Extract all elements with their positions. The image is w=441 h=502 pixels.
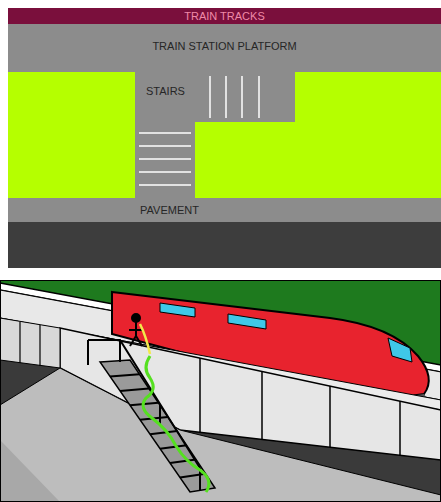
stair-tread [170, 460, 196, 464]
stairs [100, 360, 215, 492]
left-wall-panels [20, 322, 40, 366]
wall-panels [200, 358, 400, 455]
region-label: TRAIN TRACKS [184, 10, 264, 22]
kerb [0, 440, 60, 502]
stair-steps [139, 76, 259, 185]
stair-tread [160, 445, 187, 448]
platform-band [8, 24, 441, 72]
person [129, 314, 143, 346]
yellow-path [140, 324, 150, 354]
train-window [228, 314, 266, 329]
ground [0, 280, 441, 502]
stair-railing [88, 340, 200, 490]
tracks-band [8, 8, 441, 24]
panel-frame [1, 281, 441, 502]
stair-tread [110, 374, 139, 376]
train-window [388, 338, 412, 362]
pavement-band: PAVEMENT [8, 198, 441, 222]
platform-band: TRAIN STATION PLATFORM [8, 24, 441, 68]
train-window [160, 303, 195, 317]
stairs-region: STAIRS [135, 80, 205, 102]
stairs-lower [135, 122, 195, 198]
road [8, 222, 441, 268]
green-path [143, 356, 209, 492]
stair-tread [150, 431, 177, 434]
region-label: PAVEMENT [140, 204, 199, 216]
grass [8, 72, 441, 198]
region-label: STAIRS [146, 85, 185, 97]
pavement-band [8, 198, 441, 222]
stair-tread [180, 474, 206, 478]
stair-tread [120, 388, 149, 390]
stairs-upper [135, 72, 295, 122]
tracks-band: TRAIN TRACKS [8, 8, 441, 24]
pavement [0, 368, 441, 502]
region-label: TRAIN STATION PLATFORM [152, 40, 296, 52]
track-bed [0, 290, 441, 502]
left-wall [0, 318, 60, 368]
